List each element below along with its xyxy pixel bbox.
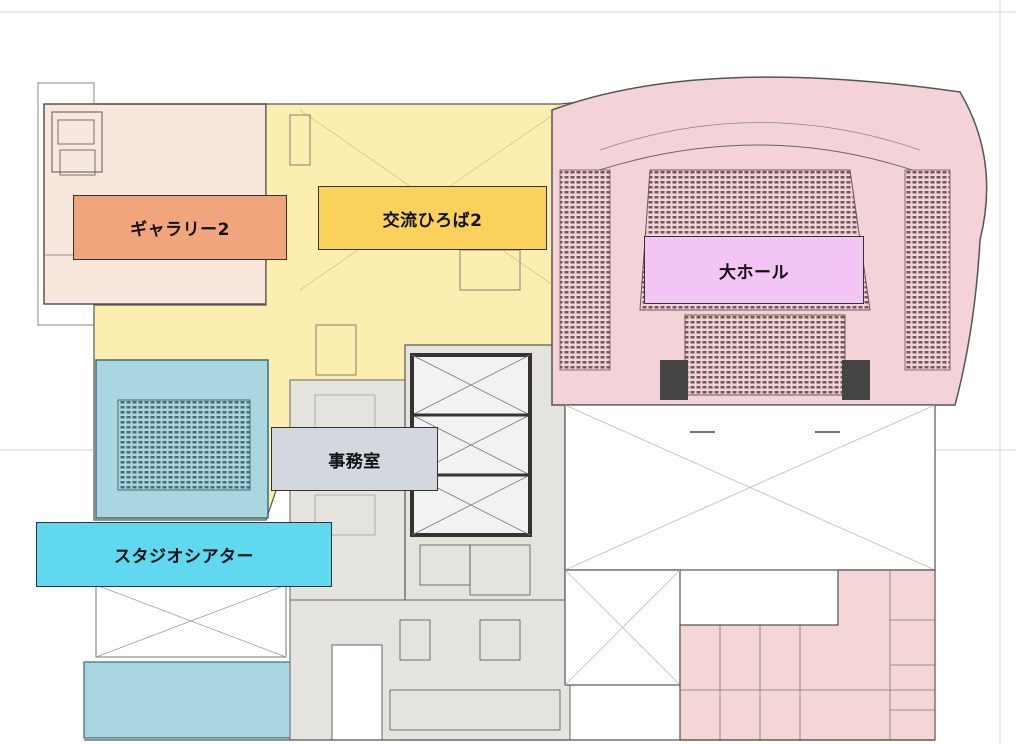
room-label-plaza2[interactable]: 交流ひろば2: [318, 186, 547, 250]
backstage-zone: [679, 569, 936, 741]
service-zone: [289, 344, 571, 741]
room-label-grand-hall[interactable]: 大ホール: [644, 236, 864, 304]
room-label-studio-theater[interactable]: スタジオシアター: [36, 522, 332, 587]
stage-area: [564, 404, 936, 686]
room-label-office[interactable]: 事務室: [271, 427, 438, 491]
room-label-gallery2[interactable]: ギャラリー2: [73, 195, 287, 260]
